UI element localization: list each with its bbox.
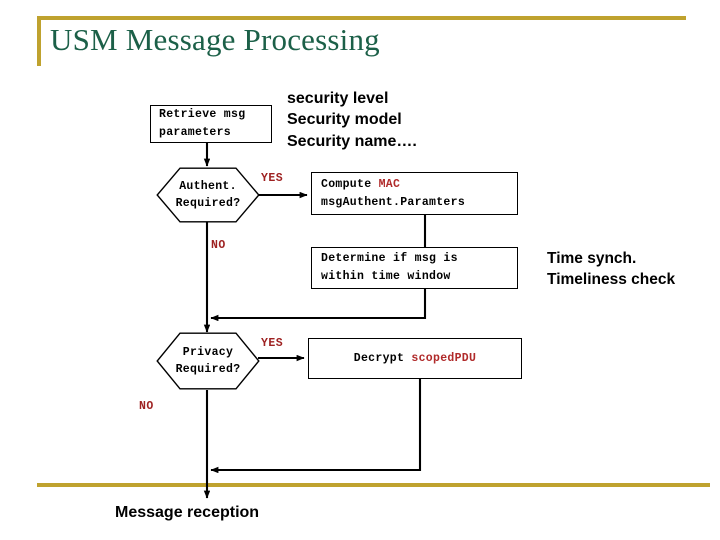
edge-label-privacy-yes: YES — [261, 337, 284, 350]
box-line-accent: MAC — [378, 177, 401, 191]
title-rule-top — [37, 16, 686, 20]
edge-label-privacy-no: NO — [139, 400, 154, 413]
annotation-security-parameters: security level Security model Security n… — [287, 88, 417, 152]
box-line: Determine if msg is — [321, 252, 458, 266]
edge-label-authent-no: NO — [211, 239, 226, 252]
box-line: Retrieve msg — [159, 108, 246, 122]
edge-label-authent-yes: YES — [261, 172, 284, 185]
box-line: msgAuthent.Paramters — [321, 194, 517, 212]
decision-privacy-required: Privacy Required? — [156, 332, 260, 390]
annotation-line: Security name…. — [287, 132, 417, 150]
box-line: within time window — [321, 270, 451, 283]
box-compute-mac: Compute MAC msgAuthent.Paramters — [311, 172, 518, 215]
decision-line: Privacy — [182, 345, 234, 359]
box-line-text: Compute — [321, 177, 379, 191]
decision-authent-required: Authent. Required? — [156, 167, 260, 223]
footer-rule — [37, 483, 710, 487]
decision-line: Required? — [175, 363, 241, 376]
box-line: Decrypt scopedPDU — [354, 350, 476, 368]
annotation-line: Security model — [287, 111, 402, 129]
decision-label: Privacy Required? — [156, 332, 260, 390]
box-line-accent: scopedPDU — [411, 351, 477, 365]
box-line-text: msgAuthent.Paramters — [321, 195, 466, 209]
title-rule-left — [37, 16, 41, 66]
box-line: Compute MAC — [321, 176, 517, 194]
decision-line: Required? — [175, 197, 241, 210]
box-line: parameters — [159, 126, 232, 139]
box-decrypt-scopedpdu: Decrypt scopedPDU — [308, 338, 522, 379]
annotation-line: Time synch. — [547, 250, 637, 267]
annotation-line: Timeliness check — [547, 270, 676, 288]
label-message-reception: Message reception — [115, 504, 260, 521]
box-time-window: Determine if msg is within time window — [311, 247, 518, 289]
annotation-line: security level — [287, 90, 389, 107]
decision-label: Authent. Required? — [156, 167, 260, 223]
decision-line: Authent. — [179, 179, 237, 193]
box-line-text: Decrypt — [353, 351, 412, 365]
annotation-time-synch: Time synch. Timeliness check — [547, 249, 675, 291]
box-retrieve-msg-parameters: Retrieve msg parameters — [150, 105, 272, 143]
page-title: USM Message Processing — [50, 22, 380, 57]
